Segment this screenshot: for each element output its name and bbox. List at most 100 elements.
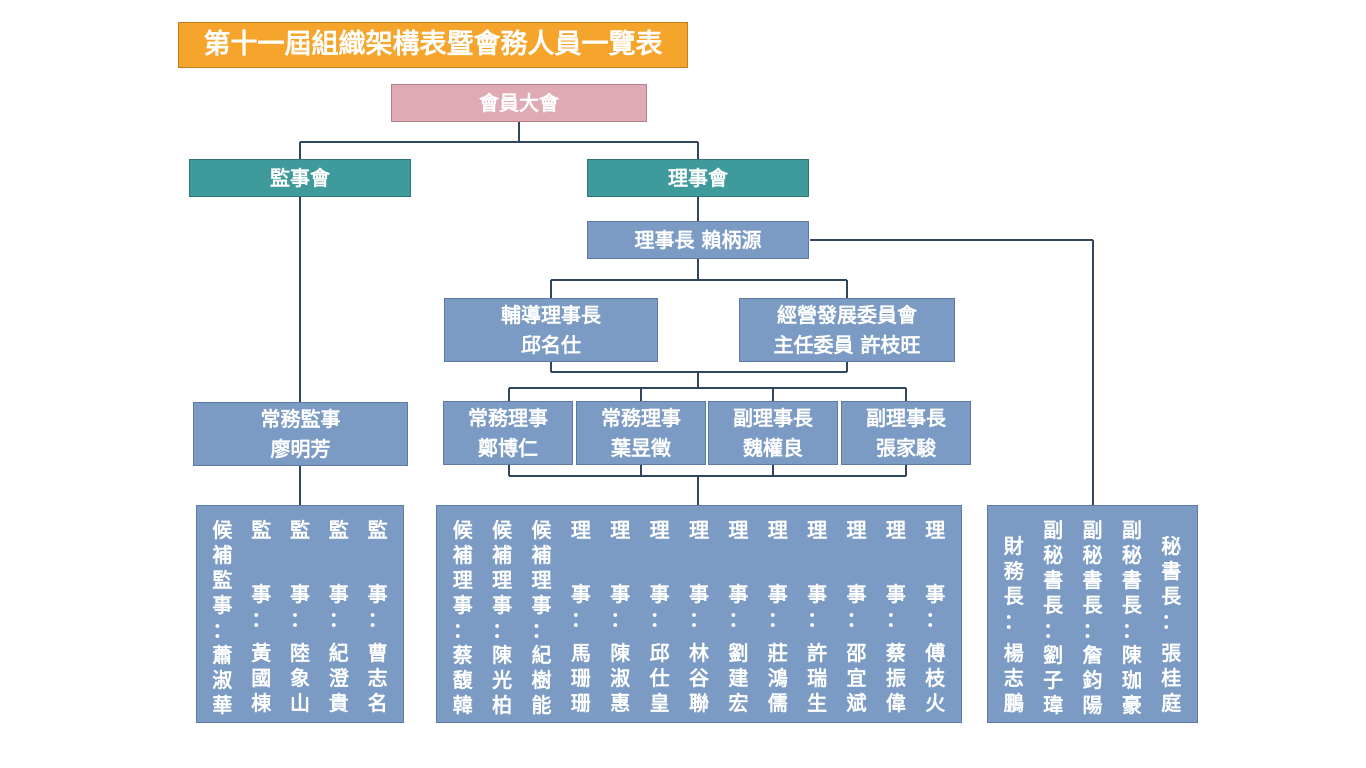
role-char: 事 (328, 581, 349, 606)
name-char: 棟 (251, 691, 272, 716)
name-char: 瑋 (1043, 693, 1064, 717)
member-column: 候補理事：蔡馥韓 (446, 518, 480, 717)
role-char: 書 (1082, 568, 1103, 592)
standing-supervisor-name: 廖明芳 (270, 437, 331, 461)
role-char: 監 (212, 568, 233, 592)
name-char: 陽 (1082, 693, 1103, 717)
name-char: 仕 (649, 666, 670, 691)
role-char: 候 (531, 518, 552, 542)
name-char: 黃 (251, 641, 272, 666)
name-char: 能 (531, 693, 552, 717)
name-char: 光 (492, 668, 513, 692)
standing-supervisor-box: 常務監事 廖明芳 (193, 402, 408, 466)
role-char: 候 (212, 518, 233, 542)
standing-director-box: 常務理事 鄭博仁 (443, 401, 573, 465)
role-char: ： (610, 606, 631, 631)
role-char: ： (212, 618, 233, 642)
role-char: 事 (289, 581, 310, 606)
member-column: 候補理事：紀樹能 (524, 518, 558, 717)
role-char: 長 (1003, 583, 1024, 608)
standing-name: 鄭博仁 (478, 436, 538, 460)
name-char: 莊 (767, 641, 788, 666)
role-char: 監 (328, 518, 349, 542)
member-assembly-box: 會員大會 (391, 84, 647, 122)
name-char: 紀 (531, 643, 552, 667)
name-char: 谷 (688, 666, 709, 691)
role-char: 事 (807, 581, 828, 606)
role-char: 事 (212, 593, 233, 617)
role-char: 補 (492, 543, 513, 567)
role-char: 監 (289, 518, 310, 542)
name-char: 宜 (846, 666, 867, 691)
chart-title: 第十一屆組織架構表暨會務人員一覽表 (178, 22, 688, 68)
name-char: 振 (885, 666, 906, 691)
name-char: 珊 (570, 691, 591, 716)
name-char: 子 (1043, 668, 1064, 692)
member-column: 理事：邱仕皇 (643, 518, 677, 716)
name-char: 許 (807, 641, 828, 666)
role-char: 理 (807, 518, 828, 542)
standing-name: 葉昱徵 (611, 436, 671, 460)
name-char: 詹 (1082, 643, 1103, 667)
standing-name: 張家駿 (876, 436, 936, 460)
name-char: 建 (728, 666, 749, 691)
name-char: 楊 (1003, 641, 1024, 665)
role-char: 理 (531, 568, 552, 592)
name-char: 火 (925, 691, 946, 716)
chairman-box: 理事長 賴柄源 (587, 221, 809, 259)
name-char: 名 (367, 691, 388, 716)
name-char: 曹 (367, 641, 388, 666)
member-column: 監事：曹志名 (361, 518, 395, 716)
role-char: 補 (452, 543, 473, 567)
role-char: 書 (1043, 568, 1064, 592)
staff-list-panel: 財務長：楊志鵬副秘書長：劉子瑋副秘書長：詹鈞陽副秘書長：陳珈豪秘書長：張桂庭 (987, 505, 1198, 723)
role-char: ： (492, 618, 513, 642)
name-char: 張 (1161, 641, 1182, 665)
vice-chairman-box: 副理事長 魏權良 (708, 401, 838, 465)
name-char: 邵 (846, 641, 867, 666)
member-column: 監事：黃國棟 (244, 518, 278, 716)
role-char: 書 (1121, 568, 1142, 592)
role-char: ： (649, 606, 670, 631)
role-char: 候 (492, 518, 513, 542)
role-char: 事 (452, 593, 473, 617)
name-char: 紀 (328, 641, 349, 666)
role-char: ： (1082, 618, 1103, 642)
name-char: 蔡 (452, 643, 473, 667)
role-char: ： (767, 606, 788, 631)
role-char: 理 (767, 518, 788, 542)
standing-title: 副理事長 (866, 406, 946, 430)
vice-chairman-box: 副理事長 張家駿 (841, 401, 971, 465)
name-char: 宏 (728, 691, 749, 716)
role-char: 事 (570, 581, 591, 606)
role-char: ： (807, 606, 828, 631)
development-title: 經營發展委員會 (777, 303, 917, 327)
name-char: 斌 (846, 691, 867, 716)
role-char: 事 (688, 581, 709, 606)
role-char: ： (452, 618, 473, 642)
standing-name: 魏權良 (743, 436, 803, 460)
name-char: 山 (289, 691, 310, 716)
member-column: 監事：紀澄貴 (322, 518, 356, 716)
role-char: 理 (452, 568, 473, 592)
role-char: ： (925, 606, 946, 631)
name-char: 庭 (1161, 691, 1182, 715)
role-char: 補 (212, 543, 233, 567)
role-char: 補 (531, 543, 552, 567)
member-column: 理事：許瑞生 (800, 518, 834, 716)
member-column: 理事：馬珊珊 (564, 518, 598, 716)
board-of-directors-box: 理事會 (587, 159, 809, 197)
role-char: 理 (925, 518, 946, 542)
member-column: 理事：莊鴻儒 (761, 518, 795, 716)
role-char: ： (367, 606, 388, 631)
role-char: 長 (1043, 593, 1064, 617)
name-char: 陸 (289, 641, 310, 666)
name-char: 珊 (570, 666, 591, 691)
role-char: 長 (1082, 593, 1103, 617)
member-column: 副秘書長：詹鈞陽 (1075, 518, 1109, 717)
name-char: 皇 (649, 691, 670, 716)
development-name: 主任委員 許枝旺 (773, 333, 921, 357)
supervisory-board-box: 監事會 (189, 159, 411, 197)
role-char: 秘 (1161, 533, 1182, 558)
role-char: ： (728, 606, 749, 631)
